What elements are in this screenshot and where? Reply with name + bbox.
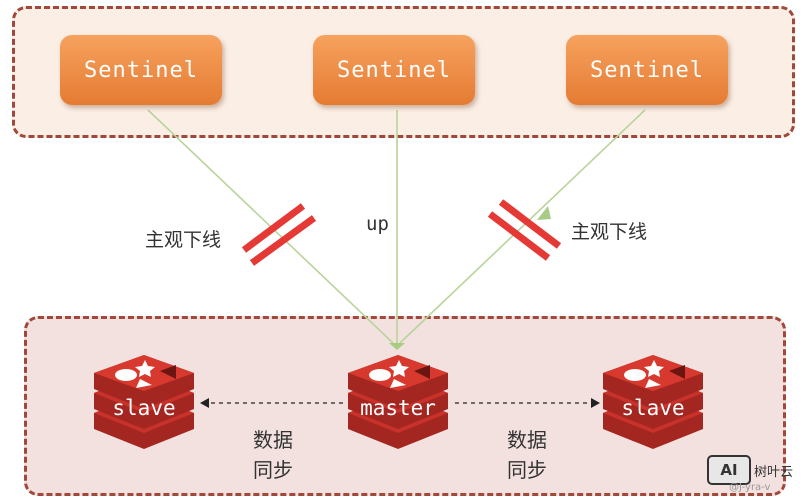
sync-label-line: 数据 <box>507 428 547 452</box>
subjective-down-mark-left <box>241 203 317 266</box>
watermark-badge: AI <box>707 455 751 485</box>
node-label: master <box>360 396 436 420</box>
sync-arrowhead-right <box>591 398 600 408</box>
node-label: slave <box>112 396 176 420</box>
watermark: AI 树叶云 @J-yra-v <box>707 455 807 495</box>
sentinel-label: Sentinel <box>590 57 704 83</box>
sentinel-node-2: Sentinel <box>313 35 475 105</box>
redis-slave-right: slave <box>597 355 709 451</box>
sentinel-node-3: Sentinel <box>566 35 728 105</box>
subjective-down-mark-right <box>487 199 562 261</box>
redis-slave-left: slave <box>88 355 200 451</box>
sentinel-label: Sentinel <box>337 57 451 83</box>
sync-label-line: 同步 <box>507 458 547 482</box>
sync-arrowhead-left <box>200 398 209 408</box>
link-label-center: up <box>366 213 389 235</box>
redis-logo-icon <box>94 355 194 449</box>
sentinel-node-1: Sentinel <box>60 35 222 105</box>
link-label-left: 主观下线 <box>145 229 222 251</box>
sync-label-line: 数据 <box>253 428 293 452</box>
master-arrowhead <box>389 343 405 350</box>
watermark-name: 树叶云 <box>754 465 794 480</box>
redis-master: master <box>342 355 454 451</box>
sync-label-left: 数据 同步 <box>243 425 303 485</box>
link-right-sentinel-to-master <box>399 109 646 344</box>
redis-logo-icon <box>348 355 448 449</box>
redis-logo-icon <box>603 355 703 449</box>
node-label: slave <box>621 396 685 420</box>
right-link-arrowhead <box>537 206 551 220</box>
sentinel-label: Sentinel <box>84 57 198 83</box>
sync-label-right: 数据 同步 <box>497 425 557 485</box>
watermark-handle: @J-yra-v <box>729 482 771 493</box>
link-label-right: 主观下线 <box>571 221 648 243</box>
sync-label-line: 同步 <box>253 458 293 482</box>
